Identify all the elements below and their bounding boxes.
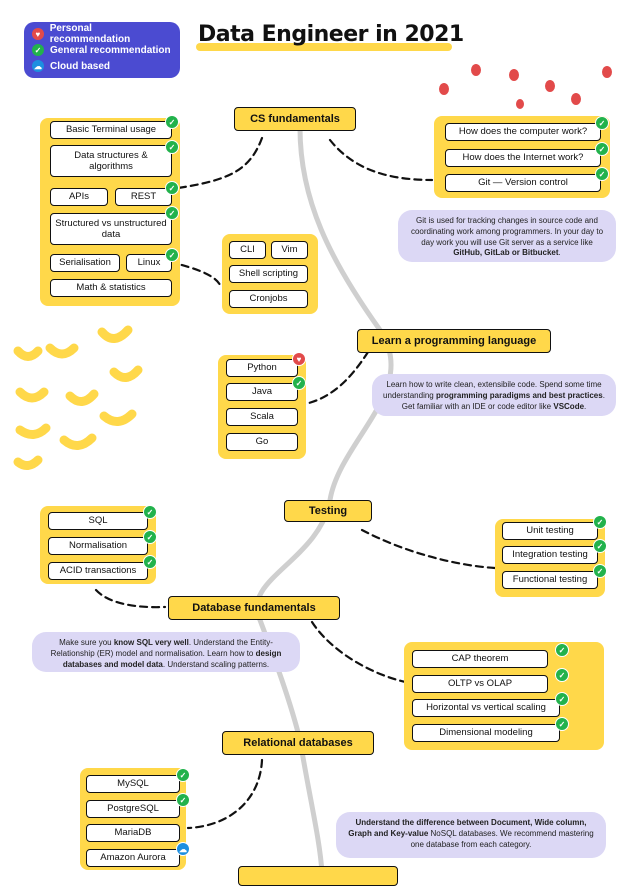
node-mariadb[interactable]: MariaDB (86, 824, 180, 842)
check-icon: ✓ (292, 376, 306, 390)
connector-lang (298, 350, 370, 407)
decor-dots (439, 64, 612, 109)
node-apis[interactable]: APIs (50, 188, 108, 206)
connector-rdb (186, 758, 264, 830)
topic-relational-databases[interactable]: Relational databases (222, 731, 374, 755)
check-icon: ✓ (143, 505, 157, 519)
connector-cs-left (176, 136, 264, 190)
check-icon: ✓ (555, 643, 569, 657)
check-icon: ✓ (165, 181, 179, 195)
legend-item-general: ✓ General recommendation (32, 42, 172, 58)
node-rest[interactable]: REST (115, 188, 172, 206)
node-data-structures[interactable]: Data structures & algorithms (50, 145, 172, 177)
node-structured-data[interactable]: Structured vs unstructured data (50, 213, 172, 245)
legend: ♥ Personal recommendation ✓ General reco… (24, 22, 180, 78)
connector-db-right (310, 620, 412, 685)
check-icon: ✓ (593, 515, 607, 529)
check-icon: ✓ (595, 116, 609, 130)
topic-cs-fundamentals[interactable]: CS fundamentals (234, 107, 356, 131)
node-integration-testing[interactable]: Integration testing (502, 546, 598, 564)
heart-icon: ♥ (32, 28, 44, 40)
node-go[interactable]: Go (226, 433, 298, 451)
node-linux[interactable]: Linux (126, 254, 172, 272)
node-sql[interactable]: SQL (48, 512, 148, 530)
check-icon: ✓ (143, 555, 157, 569)
connector-cs-right (328, 138, 434, 182)
connector-db-left (94, 588, 167, 609)
node-java[interactable]: Java (226, 383, 298, 401)
check-icon: ✓ (555, 668, 569, 682)
legend-item-cloud: ☁ Cloud based (32, 60, 111, 72)
language-note: Learn how to write clean, extensibile co… (372, 374, 616, 416)
node-normalisation[interactable]: Normalisation (48, 537, 148, 555)
cloud-icon: ☁ (176, 842, 190, 856)
check-icon: ✓ (165, 140, 179, 154)
check-icon: ✓ (165, 248, 179, 262)
cloud-icon: ☁ (32, 60, 44, 72)
heart-icon: ♥ (292, 352, 306, 366)
decor-crescents (13, 325, 143, 470)
check-icon: ✓ (593, 539, 607, 553)
node-acid[interactable]: ACID transactions (48, 562, 148, 580)
node-amazon-aurora[interactable]: Amazon Aurora (86, 849, 180, 867)
node-cap-theorem[interactable]: CAP theorem (412, 650, 548, 668)
node-unit-testing[interactable]: Unit testing (502, 522, 598, 540)
git-note: Git is used for tracking changes in sour… (398, 210, 616, 262)
node-mysql[interactable]: MySQL (86, 775, 180, 793)
node-git[interactable]: Git — Version control (445, 174, 601, 192)
topic-next-partial (238, 866, 398, 886)
node-postgresql[interactable]: PostgreSQL (86, 800, 180, 818)
node-vim[interactable]: Vim (271, 241, 308, 259)
page-title: Data Engineer in 2021 (198, 22, 464, 47)
check-icon: ✓ (176, 768, 190, 782)
check-icon: ✓ (176, 793, 190, 807)
check-icon: ✓ (555, 717, 569, 731)
check-icon: ✓ (143, 530, 157, 544)
node-cronjobs[interactable]: Cronjobs (229, 290, 308, 308)
database-note: Make sure you know SQL very well. Unders… (32, 632, 300, 672)
topic-testing[interactable]: Testing (284, 500, 372, 522)
node-cli[interactable]: CLI (229, 241, 266, 259)
nosql-note: Understand the difference between Docume… (336, 812, 606, 858)
node-shell-scripting[interactable]: Shell scripting (229, 265, 308, 283)
node-oltp-olap[interactable]: OLTP vs OLAP (412, 675, 548, 693)
check-icon: ✓ (595, 142, 609, 156)
node-serialisation[interactable]: Serialisation (50, 254, 120, 272)
check-icon: ✓ (165, 206, 179, 220)
check-icon: ✓ (593, 564, 607, 578)
check-icon: ✓ (595, 167, 609, 181)
node-functional-testing[interactable]: Functional testing (502, 571, 598, 589)
check-icon: ✓ (555, 692, 569, 706)
node-computer-work[interactable]: How does the computer work? (445, 123, 601, 141)
check-icon: ✓ (32, 44, 44, 56)
connector-testing (360, 528, 497, 570)
topic-programming-language[interactable]: Learn a programming language (357, 329, 551, 353)
node-scaling[interactable]: Horizontal vs vertical scaling (412, 699, 560, 717)
node-terminal[interactable]: Basic Terminal usage (50, 121, 172, 139)
node-dimensional-modeling[interactable]: Dimensional modeling (412, 724, 560, 742)
node-python[interactable]: Python (226, 359, 298, 377)
node-math-statistics[interactable]: Math & statistics (50, 279, 172, 297)
topic-database-fundamentals[interactable]: Database fundamentals (168, 596, 340, 620)
legend-item-personal: ♥ Personal recommendation (32, 23, 172, 45)
node-scala[interactable]: Scala (226, 408, 298, 426)
node-internet-work[interactable]: How does the Internet work? (445, 149, 601, 167)
check-icon: ✓ (165, 115, 179, 129)
